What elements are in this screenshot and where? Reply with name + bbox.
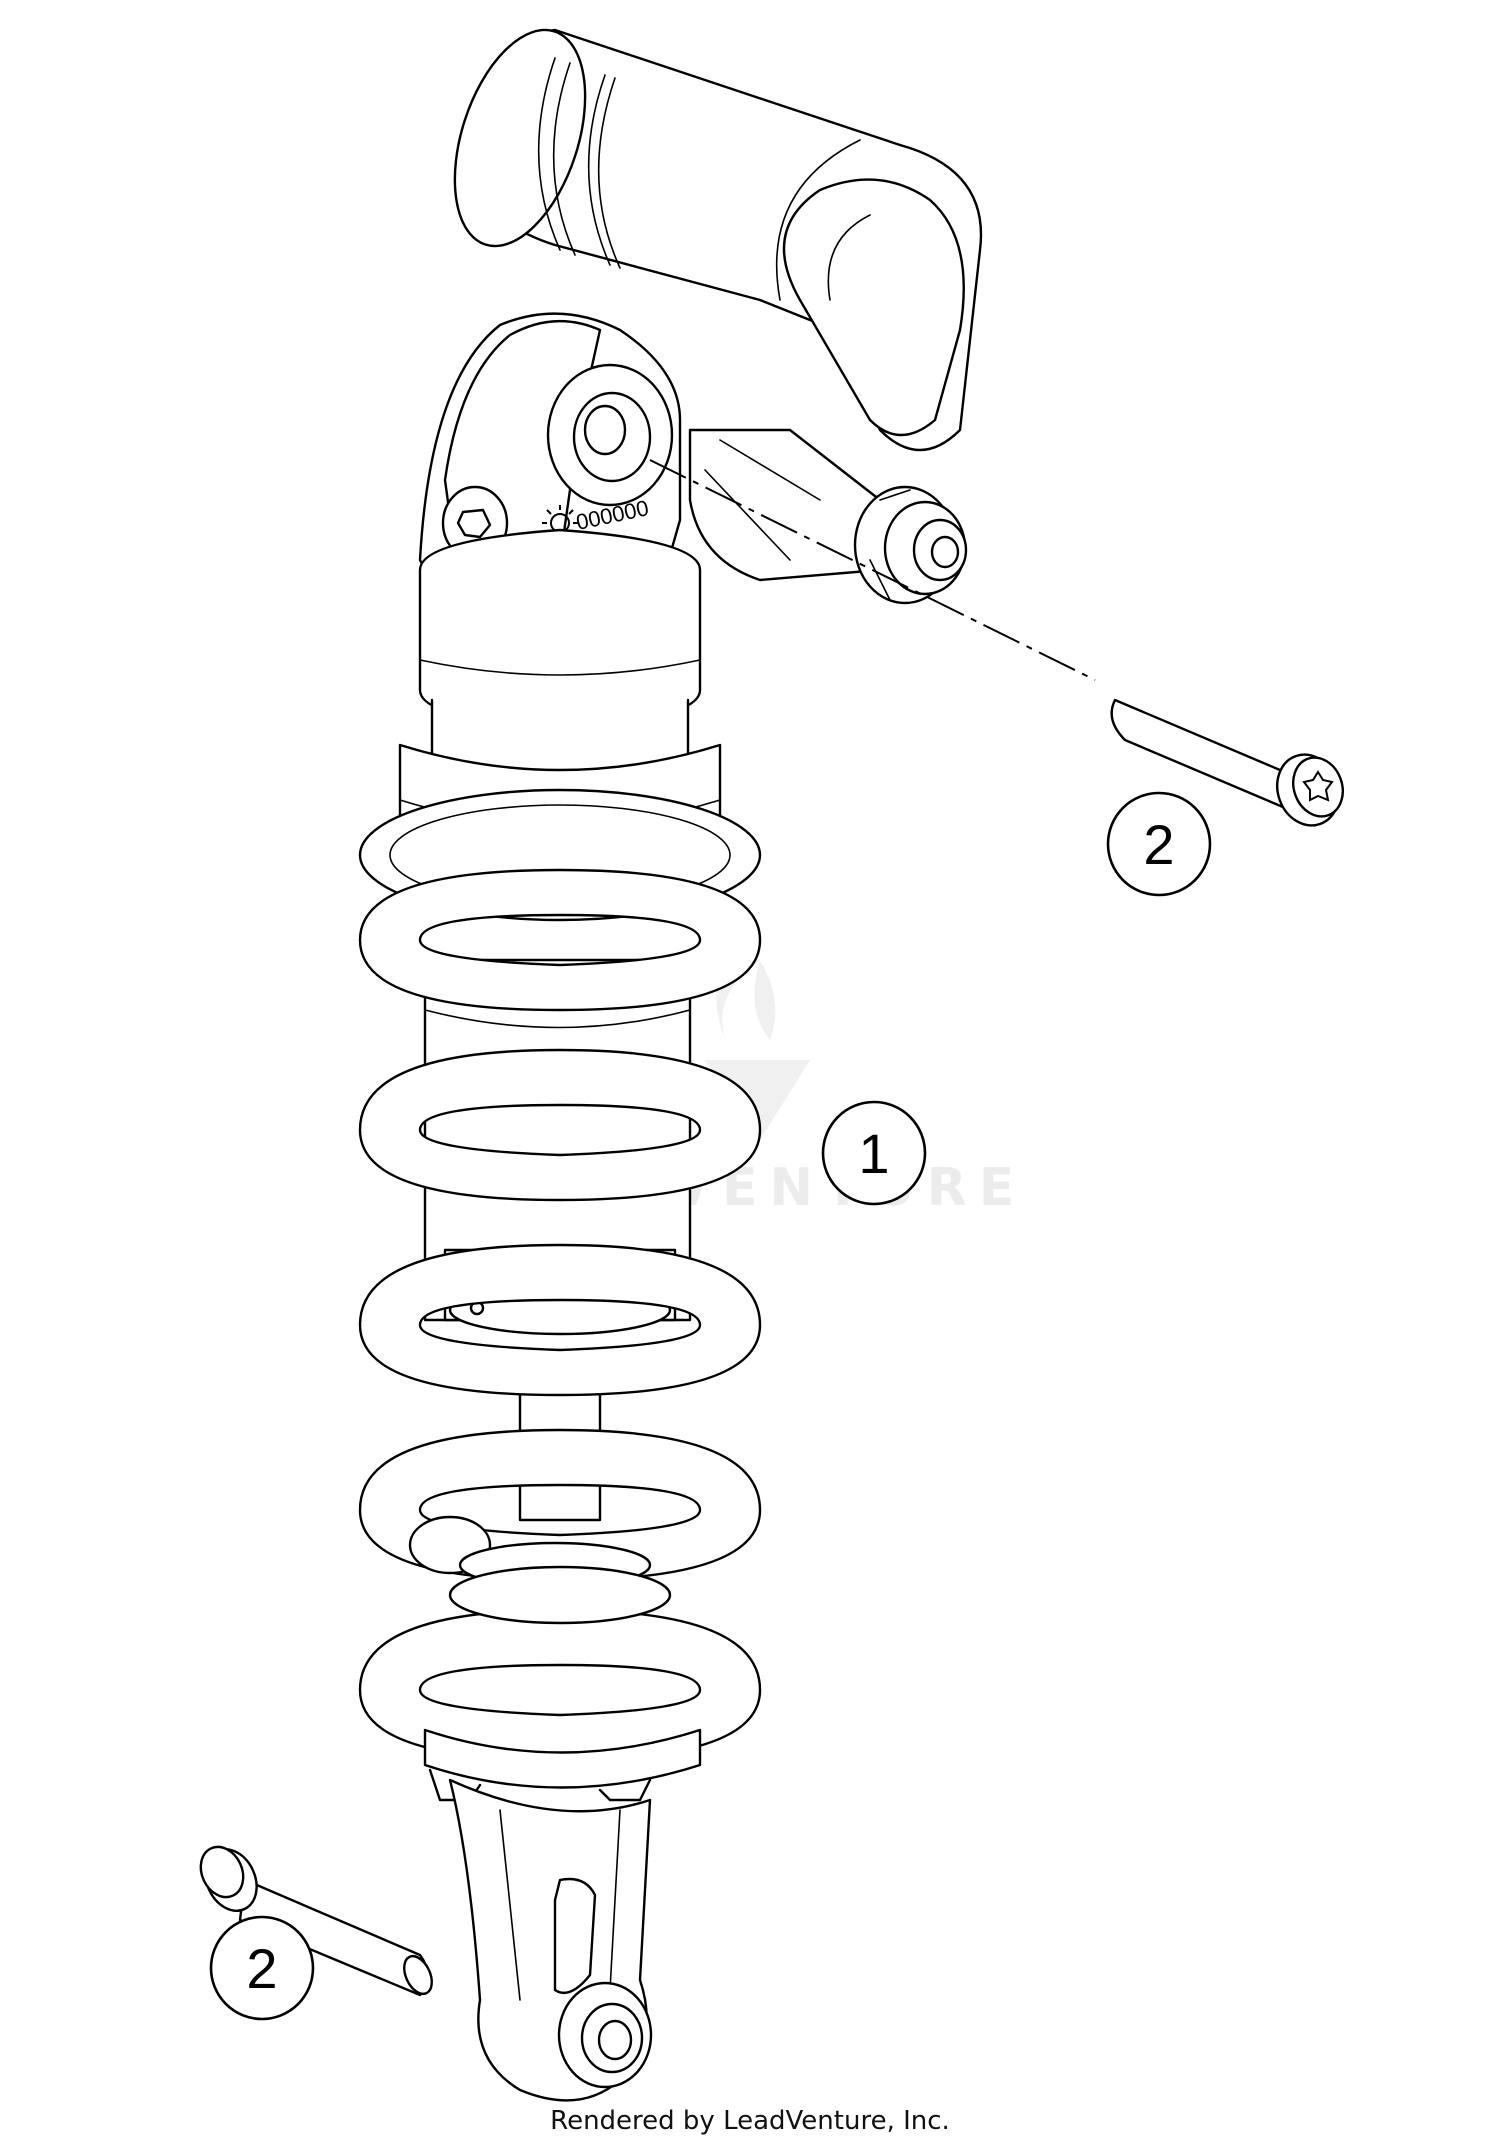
reservoir-bridge <box>688 428 892 582</box>
callout-2-upper-number: 2 <box>1143 813 1174 876</box>
callout-2-lower-number: 2 <box>246 1937 277 2000</box>
upper-centerline <box>649 459 1096 681</box>
upper-clevis: 000000 <box>418 312 682 602</box>
callout-2-lower-circle <box>209 1915 315 2021</box>
lower-eye <box>448 1778 653 2102</box>
reservoir <box>453 28 983 452</box>
callout-1-circle <box>821 1100 927 1206</box>
bump-stop <box>408 1515 672 1625</box>
callout-1[interactable]: 1 <box>821 1100 927 1206</box>
callout-2-upper[interactable]: 2 <box>1106 791 1212 897</box>
callout-2-lower[interactable]: 2 <box>209 1915 315 2021</box>
compression-adjuster <box>853 485 968 605</box>
torx-head-icon <box>1302 770 1334 802</box>
credit-footer: Rendered by LeadVenture, Inc. <box>550 2106 950 2136</box>
lower-bolt <box>199 1845 433 1997</box>
callout-1-number: 1 <box>858 1122 889 1185</box>
lower-spring-seat <box>423 1728 702 1802</box>
callout-2-upper-circle <box>1106 791 1212 897</box>
upper-bolt <box>1110 698 1344 827</box>
